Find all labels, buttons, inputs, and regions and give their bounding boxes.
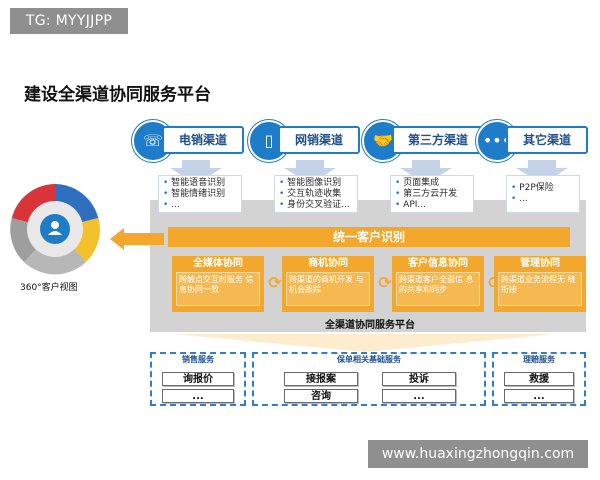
claims-service-group: 理赔服务 救援 ... bbox=[492, 352, 586, 406]
service-item: 咨询 bbox=[284, 389, 358, 403]
down-arrow-stem bbox=[296, 160, 324, 170]
platform-label: 全渠道协同服务平台 bbox=[325, 320, 415, 331]
channel-label: 第三方渠道 bbox=[392, 126, 484, 154]
module-desc: 跨渠道业务流程无 缝衔接 bbox=[498, 272, 582, 306]
cycle-icon: ⟳ bbox=[268, 273, 282, 292]
list-item: ... bbox=[163, 200, 237, 211]
channel-label: 网销渠道 bbox=[278, 126, 360, 154]
customer-360-wheel-icon bbox=[10, 184, 100, 275]
module-desc: 跨渠道的商机开发 与机会跟踪 bbox=[286, 272, 370, 306]
module-management: 管理协同 跨渠道业务流程无 缝衔接 bbox=[494, 256, 586, 312]
module-title: 全媒体协同 bbox=[193, 258, 243, 269]
service-item: ... bbox=[382, 389, 456, 403]
list-item: 交互轨迹收集 bbox=[279, 189, 353, 200]
list-item: API... bbox=[395, 200, 469, 211]
diagram-title: 建设全渠道协同服务平台 bbox=[24, 85, 211, 105]
service-title: 销售服务 bbox=[182, 355, 214, 364]
service-item: 救援 bbox=[504, 372, 574, 386]
list-item: 身份交叉验证... bbox=[279, 200, 353, 211]
cycle-icon: ⟳ bbox=[378, 273, 392, 292]
sales-service-group: 销售服务 询报价 ... bbox=[150, 352, 246, 406]
list-item: 智能语音识别 bbox=[163, 178, 237, 189]
module-customer-info: 客户信息协同 跨渠道客户全面信 息的共享和同步 bbox=[392, 256, 484, 312]
module-opportunity: 商机协同 跨渠道的商机开发 与机会跟踪 bbox=[282, 256, 374, 312]
module-title: 管理协同 bbox=[520, 258, 560, 269]
service-title: 保单相关基础服务 bbox=[337, 355, 401, 364]
module-desc: 跨渠道客户全面信 息的共享和同步 bbox=[396, 272, 480, 306]
list-item: P2P保险 bbox=[511, 183, 575, 194]
service-item: ... bbox=[504, 389, 574, 403]
module-omnimedia: 全媒体协同 跨触点交互时服务 信息协同一致 bbox=[172, 256, 264, 312]
service-item: ... bbox=[162, 389, 234, 403]
list-item: ... bbox=[511, 194, 575, 205]
channel-feature-list: 页面集成 第三方云开发 API... bbox=[390, 175, 474, 213]
channel-label: 电销渠道 bbox=[162, 126, 244, 154]
channel-feature-list: 智能图像识别 交互轨迹收集 身份交叉验证... bbox=[274, 175, 358, 213]
watermark-top: TG: MYYJJPP bbox=[10, 8, 128, 34]
service-title: 理赔服务 bbox=[523, 355, 555, 364]
down-arrow-stem bbox=[528, 160, 556, 170]
left-arrow-stem bbox=[124, 233, 164, 245]
down-arrow-stem bbox=[182, 160, 210, 170]
service-item: 接报案 bbox=[284, 372, 358, 386]
customer-360-view-label: 360°客户视图 bbox=[20, 283, 78, 293]
unified-customer-id-bar: 统一客户识别 bbox=[168, 227, 570, 247]
module-title: 商机协同 bbox=[308, 258, 348, 269]
list-item: 智能图像识别 bbox=[279, 178, 353, 189]
service-item: 询报价 bbox=[162, 372, 234, 386]
module-desc: 跨触点交互时服务 信息协同一致 bbox=[176, 272, 260, 306]
watermark-bottom: www.huaxingzhongqin.com bbox=[368, 440, 588, 468]
channel-label: 其它渠道 bbox=[506, 126, 588, 154]
left-arrow-icon bbox=[110, 228, 124, 250]
channel-feature-list: P2P保险 ... bbox=[506, 175, 580, 213]
module-title: 客户信息协同 bbox=[408, 258, 468, 269]
platform-fan bbox=[175, 334, 555, 352]
service-item: 投诉 bbox=[382, 372, 456, 386]
down-arrow-stem bbox=[412, 160, 440, 170]
list-item: 页面集成 bbox=[395, 178, 469, 189]
list-item: 智能情绪识别 bbox=[163, 189, 237, 200]
basic-service-group: 保单相关基础服务 接报案 投诉 咨询 ... bbox=[252, 352, 486, 406]
channel-feature-list: 智能语音识别 智能情绪识别 ... bbox=[158, 175, 242, 213]
list-item: 第三方云开发 bbox=[395, 189, 469, 200]
